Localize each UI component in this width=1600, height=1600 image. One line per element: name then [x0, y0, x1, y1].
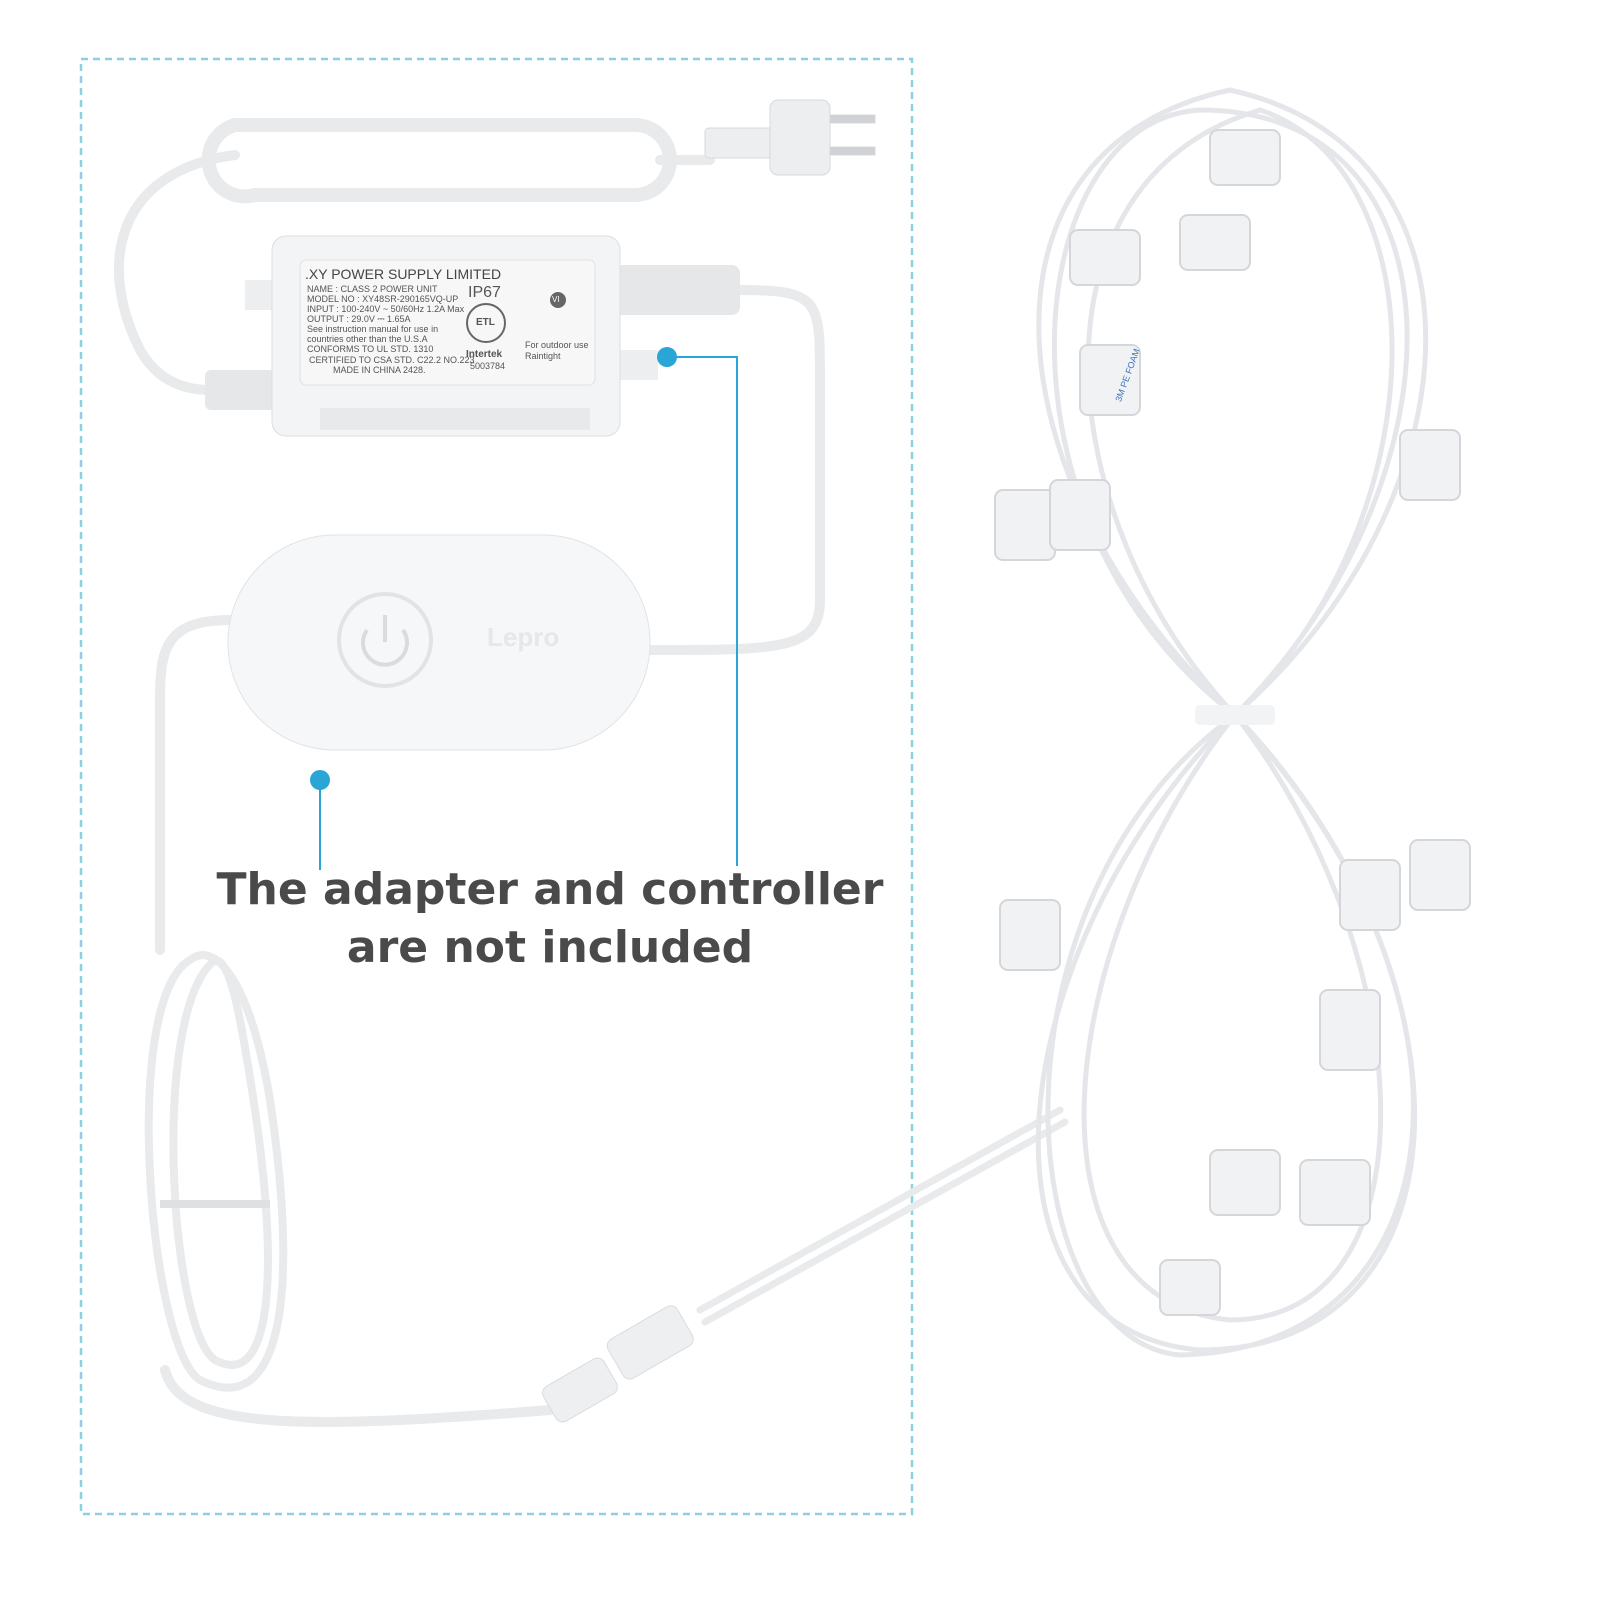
- string-tie: [1195, 705, 1275, 725]
- controller: [227, 534, 651, 751]
- intertek-label: Intertek: [466, 349, 503, 360]
- power-cable: [114, 118, 1069, 1427]
- connector: [542, 1305, 694, 1423]
- dashed-border: [79, 57, 914, 1516]
- intertek-number: 5003784: [470, 361, 506, 371]
- adapter-output: OUTPUT : 29.0V ⎓ 1.65A: [307, 314, 411, 324]
- power-adapter: [205, 235, 740, 437]
- power-button-icon: [337, 592, 433, 688]
- adapter-conforms: CONFORMS TO UL STD. 1310: [307, 344, 434, 354]
- caption-line-1: The adapter and controller: [216, 864, 884, 915]
- adapter-note2: countries other than the U.S.A: [307, 334, 428, 344]
- callout-controller: [310, 770, 330, 870]
- adapter-input: INPUT : 100-240V ~ 50/60Hz 1.2A Max: [307, 304, 465, 314]
- caption-line-2: are not included: [346, 922, 754, 973]
- adapter-model: MODEL NO : XY48SR-290165VQ-UP: [307, 294, 459, 304]
- controller-logo: Lepro: [487, 622, 560, 652]
- adapter-certified: CERTIFIED TO CSA STD. C22.2 NO.223: [309, 355, 475, 365]
- adapter-made: MADE IN CHINA 2428.: [333, 365, 426, 375]
- adapter-name: NAME : CLASS 2 POWER UNIT: [307, 284, 438, 294]
- light-bulbs: [994, 129, 1471, 1316]
- adapter-note1: See instruction manual for use in: [307, 324, 439, 334]
- outdoor-use: For outdoor use: [525, 340, 589, 350]
- etl-mark: ETL: [476, 317, 495, 328]
- raintight: Raintight: [525, 351, 561, 361]
- ip-rating: IP67: [468, 284, 501, 301]
- efficiency-mark: VI: [552, 295, 560, 304]
- cable-tie: [160, 1200, 270, 1208]
- callout-adapter: [657, 347, 738, 866]
- plug: [704, 99, 876, 176]
- adapter-brand: .XY POWER SUPPLY LIMITED: [305, 266, 502, 282]
